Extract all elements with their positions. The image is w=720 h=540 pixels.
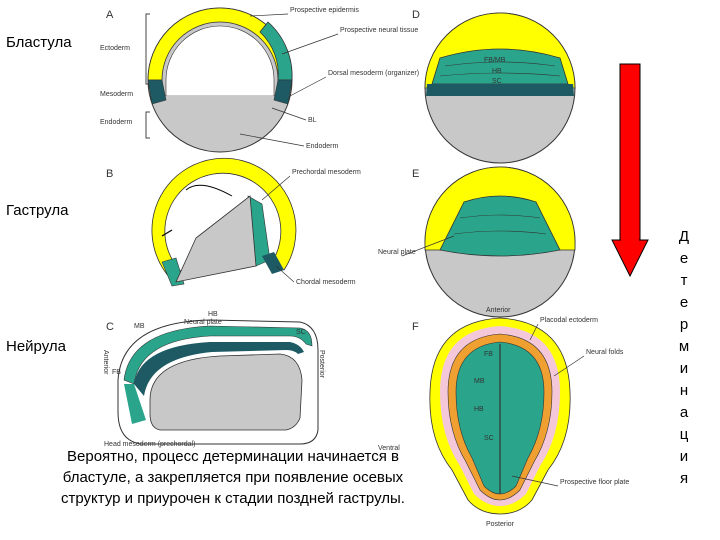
vertical-letter: е [679, 294, 689, 311]
vertical-letter: м [678, 338, 690, 355]
label-c-posterior: Posterior [318, 350, 325, 379]
label-d-hb: HB [492, 68, 502, 75]
stage-label-blastula: Бластула [6, 34, 72, 51]
panel-a-letter: A [106, 9, 114, 21]
stage-label-neurula: Нейрула [6, 338, 66, 355]
label-c-anterior: Anterior [102, 350, 109, 375]
vertical-word-determination: Д е т е р м и н а ц и я [674, 226, 694, 490]
label-c-neural-plate: Neural plate [184, 319, 222, 326]
vertical-letter: н [679, 382, 689, 399]
label-c-mb: MB [134, 323, 145, 330]
panel-c-letter: C [106, 321, 114, 333]
panel-b-letter: B [106, 168, 113, 180]
label-endoderm: Endoderm [306, 143, 338, 150]
label-prospective-neural: Prospective neural tissue [340, 27, 418, 34]
label-mesoderm: Mesoderm [100, 91, 133, 98]
vertical-letter: р [679, 316, 689, 333]
caption-text: Вероятно, процесс детерминации начинаетс… [4, 446, 462, 509]
label-f-sc: SC [484, 435, 494, 442]
blastula-embryo [147, 7, 293, 153]
label-f-floor-plate: Prospective floor plate [560, 479, 629, 486]
vertical-letter: и [679, 360, 689, 377]
vertical-letter: я [679, 470, 689, 487]
gastrula-embryo [151, 157, 297, 287]
label-c-ventral: Ventral [378, 445, 400, 452]
label-endoderm-left: Endoderm [100, 119, 132, 126]
vertical-letter: Д [678, 228, 690, 245]
caption-line-1: Вероятно, процесс детерминации начинаетс… [67, 448, 399, 465]
label-bl: BL [308, 117, 317, 124]
panel-e-letter: E [412, 168, 419, 180]
endoderm-bracket [145, 111, 150, 139]
label-prospective-epidermis: Prospective epidermis [290, 7, 359, 14]
vertical-letter: е [679, 250, 689, 267]
label-f-fb: FB [484, 351, 493, 358]
label-chordal: Chordal mesoderm [296, 279, 356, 286]
caption-line-2: бластуле, а закрепляется при появление о… [62, 469, 404, 486]
neurula-embryo [117, 319, 319, 445]
panel-d-letter: D [412, 9, 420, 21]
label-prechordal: Prechordal mesoderm [292, 169, 361, 176]
label-d-sc: SC [492, 78, 502, 85]
label-d-fbmb: FB/MB [484, 57, 506, 64]
label-c-sc: SC [296, 329, 306, 336]
stage-label-gastrula: Гаструла [6, 202, 69, 219]
vertical-letter: а [679, 404, 689, 421]
vertical-letter: ц [679, 426, 689, 443]
label-f-neural-folds: Neural folds [586, 349, 624, 356]
label-c-hb: HB [208, 311, 218, 318]
label-c-head-mesoderm: Head mesoderm (prechordal) [104, 441, 195, 448]
label-e-neural-plate: Neural plate [378, 249, 416, 256]
blastula-top-view [424, 12, 576, 164]
label-f-anterior: Anterior [486, 307, 511, 314]
vertical-letter: и [679, 448, 689, 465]
panel-a-leader-lines [239, 13, 339, 147]
caption-line-3: структур и приурочен к стадии поздней га… [61, 490, 405, 507]
label-c-fb: FB [112, 369, 121, 376]
panel-f-leader-lines [511, 323, 585, 487]
panel-f-letter: F [412, 321, 419, 333]
label-f-placodal: Placodal ectoderm [540, 317, 598, 324]
gastrula-top-view [424, 166, 576, 318]
label-f-posterior: Posterior [486, 521, 515, 528]
label-dorsal-mesoderm: Dorsal mesoderm (organizer) [328, 70, 419, 77]
neurula-top-view [429, 317, 571, 515]
label-f-hb: HB [474, 406, 484, 413]
determination-arrow [611, 63, 649, 278]
vertical-letter: т [680, 272, 688, 289]
label-ectoderm: Ectoderm [100, 45, 130, 52]
label-f-mb: MB [474, 378, 485, 385]
